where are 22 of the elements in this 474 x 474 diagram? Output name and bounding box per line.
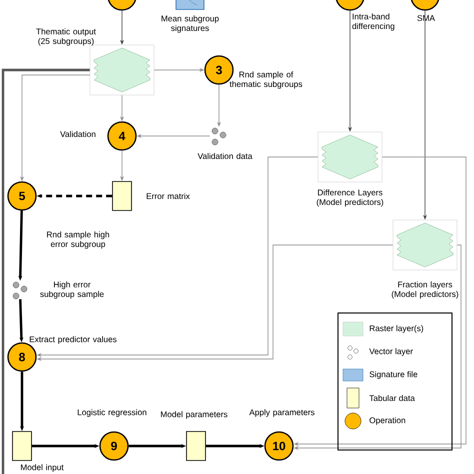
node-label: Difference Layers (Model predictors) <box>316 189 384 207</box>
node-label: Logistic regression <box>78 409 146 417</box>
node-label: Apply parameters <box>249 409 314 417</box>
node-label: Model input <box>21 464 64 472</box>
node-label: Validation <box>60 130 96 138</box>
node-label: SMA <box>417 15 435 21</box>
legend-text: Vector layer <box>369 348 413 356</box>
legend-text: Tabular data <box>369 394 415 402</box>
node-label: Error matrix <box>146 192 190 200</box>
node-label: High error subgroup sample <box>40 281 104 299</box>
legend-text: Signature file <box>370 371 418 379</box>
node-label: Thematic output (25 subgroups) <box>36 28 96 46</box>
node-label: Extract predictor values <box>30 336 116 344</box>
legend-text: Raster layer(s) <box>370 325 424 333</box>
legend-text: Operation <box>370 417 406 425</box>
node-label: Fraction layers (Model predictors) <box>392 281 458 299</box>
node-label: Rnd sample of thematic subgroups <box>230 71 302 89</box>
node-label: Validation data <box>198 152 252 160</box>
node-label: Intra-band differencing <box>352 13 394 31</box>
node-label: Rnd sample high error subgroup <box>47 231 110 249</box>
node-label: Model parameters <box>161 411 228 419</box>
node-label: Mean subgroup signatures <box>162 15 219 33</box>
